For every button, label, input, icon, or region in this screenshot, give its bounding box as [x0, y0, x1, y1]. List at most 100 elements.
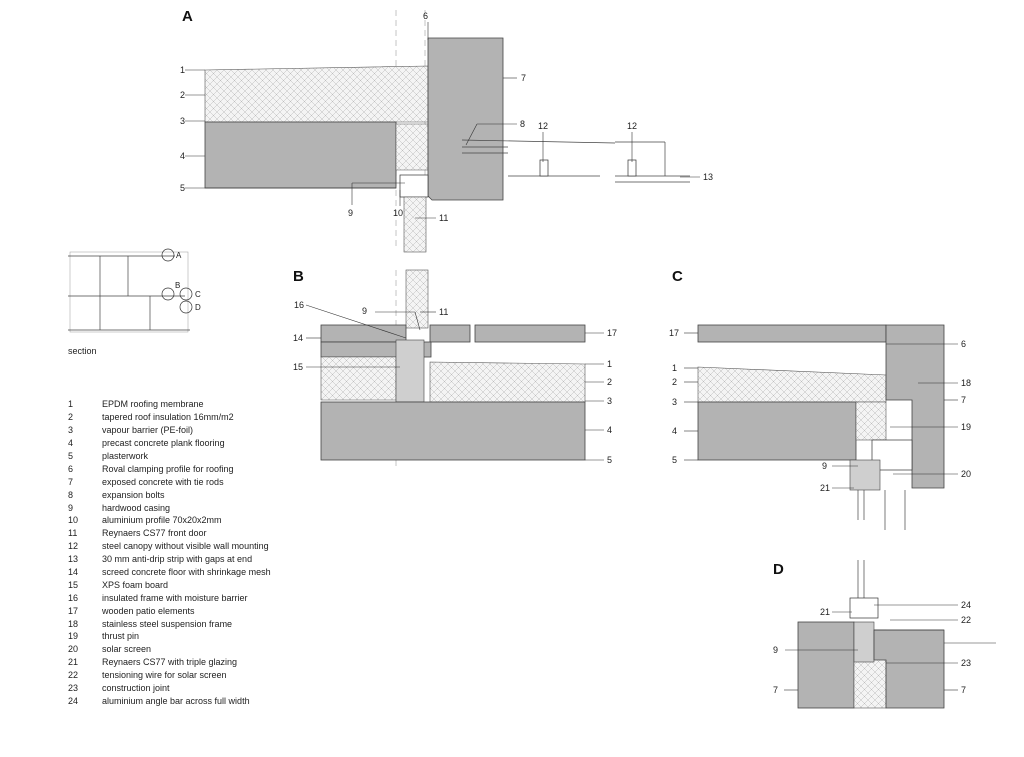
callout-a-3: 3 — [180, 116, 185, 126]
callout-c-18: 18 — [961, 378, 971, 388]
legend-number: 10 — [68, 515, 79, 526]
front-door — [403, 196, 427, 253]
legend-text: thrust pin — [102, 631, 140, 642]
concrete-wall-c — [885, 324, 945, 489]
callout-c-17: 17 — [669, 328, 679, 338]
legend-item: 13 30 mm anti-drip strip with gaps at end — [68, 553, 328, 566]
callout-b-3: 3 — [607, 396, 612, 406]
legend-text: wooden patio elements — [102, 605, 195, 616]
legend-item: 17 wooden patio elements — [68, 604, 328, 617]
legend-number: 17 — [68, 605, 79, 616]
legend-number: 3 — [68, 425, 74, 436]
detail-d: D 24 21 22 9 23 7 7 — [773, 560, 996, 709]
callout-c-20: 20 — [961, 469, 971, 479]
callout-b-11: 11 — [439, 307, 448, 317]
callout-a-13: 13 — [703, 172, 713, 182]
solar-screen — [871, 439, 913, 471]
section-label-d: D — [195, 303, 201, 312]
callout-b-15: 15 — [293, 362, 303, 372]
callout-b-14: 14 — [293, 333, 303, 343]
legend-text: screed concrete floor with shrinkage mes… — [102, 567, 271, 578]
legend-number: 1 — [68, 399, 74, 410]
section-label-b: B — [175, 281, 180, 290]
section-marker-c[interactable] — [179, 287, 193, 301]
callout-b-4: 4 — [607, 425, 612, 435]
callout-c-2: 2 — [672, 377, 677, 387]
callout-d-23: 23 — [961, 658, 971, 668]
callout-c-3: 3 — [672, 397, 677, 407]
section-caption: section — [68, 346, 97, 356]
callout-b-16: 16 — [294, 300, 304, 310]
detail-b-title: B — [293, 268, 304, 285]
legend-text: steel canopy without visible wall mounti… — [102, 541, 269, 552]
window-frame-d — [849, 597, 879, 619]
legend-number: 15 — [68, 579, 79, 590]
legend-text: Reynaers CS77 front door — [102, 528, 207, 539]
legend-number: 19 — [68, 631, 79, 642]
legend-text: exposed concrete with tie rods — [102, 476, 224, 487]
legend-text: hardwood casing — [102, 502, 171, 513]
legend-text: construction joint — [102, 683, 170, 694]
edge-insulation-c — [855, 401, 887, 441]
callout-d-22: 22 — [961, 615, 971, 625]
legend-text: aluminium angle bar across full width — [102, 695, 250, 706]
legend-number: 21 — [68, 657, 79, 668]
section-label-c: C — [195, 290, 201, 299]
callout-d-7-right: 7 — [961, 685, 966, 695]
section-marker-a[interactable] — [161, 248, 175, 262]
callout-a-4: 4 — [180, 151, 185, 161]
patio-element-c — [697, 324, 887, 343]
callout-a-1: 1 — [180, 65, 185, 75]
legend-number: 2 — [68, 412, 74, 423]
callout-a-10: 10 — [393, 208, 403, 218]
detail-c-title: C — [672, 268, 683, 285]
legend-text: precast concrete plank flooring — [102, 438, 225, 449]
concrete-plank-c — [697, 401, 857, 461]
legend-number: 13 — [68, 554, 79, 565]
section-marker-b[interactable] — [161, 287, 175, 301]
legend-text: 30 mm anti-drip strip with gaps at end — [102, 554, 253, 565]
roof-insulation-b — [429, 361, 586, 403]
callout-b-5: 5 — [607, 455, 612, 465]
legend-text: expansion bolts — [102, 489, 165, 500]
legend-text: insulated frame with moisture barrier — [102, 592, 248, 603]
legend-number: 7 — [68, 476, 74, 487]
callout-b-9: 9 — [362, 306, 367, 316]
roof-insulation — [204, 65, 429, 123]
legend-text: EPDM roofing membrane — [102, 399, 204, 410]
concrete-wall — [427, 37, 504, 201]
callout-a-12b: 12 — [627, 121, 637, 131]
section-label-a: A — [176, 251, 182, 260]
detail-c: C 17 6 1 2 18 3 7 4 19 5 9 20 — [669, 268, 971, 530]
legend-number: 22 — [68, 670, 79, 681]
callout-d-21: 21 — [820, 607, 830, 617]
callout-b-1: 1 — [607, 359, 612, 369]
callout-a-9: 9 — [348, 208, 353, 218]
hardwood-casing-d — [853, 621, 875, 663]
callout-c-1: 1 — [672, 363, 677, 373]
legend-text: vapour barrier (PE-foil) — [102, 425, 194, 436]
legend-text: XPS foam board — [102, 579, 169, 590]
legend-number: 6 — [68, 463, 74, 474]
legend-number: 9 — [68, 502, 74, 513]
callout-a-7: 7 — [521, 73, 526, 83]
callout-c-6: 6 — [961, 339, 966, 349]
section-marker-d[interactable] — [179, 300, 193, 314]
callout-c-21: 21 — [820, 483, 830, 493]
callout-a-8: 8 — [520, 119, 525, 129]
detail-a-title: A — [182, 8, 193, 25]
hardwood-casing-c — [849, 459, 881, 491]
legend-text: stainless steel suspension frame — [102, 618, 233, 629]
edge-insulation — [395, 123, 429, 171]
callout-d-7-left: 7 — [773, 685, 778, 695]
